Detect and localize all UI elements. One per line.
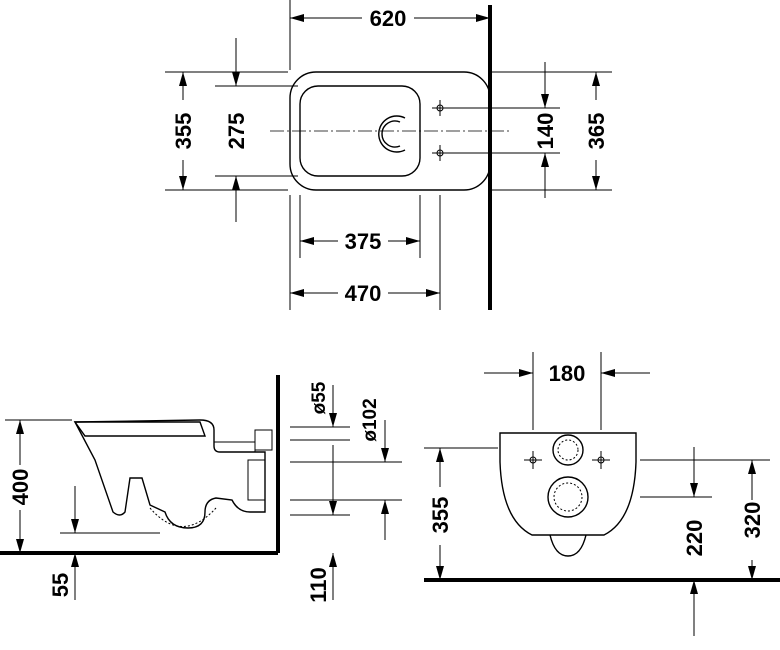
side-view-seat [73,421,206,437]
rear-view-upper-outlet [552,434,584,466]
rear-view-body [499,432,637,536]
rear-view-lower-outlet [547,476,589,518]
side-view: 400 55 ø55 ø102 110 [0,375,402,603]
dim-180-label: 180 [549,361,586,386]
dim-355-rear-label: 355 [428,497,453,534]
dim-400-label: 400 [8,469,33,506]
dim-55-floor-label: 55 [48,573,73,597]
dim-220-label: 220 [682,520,707,557]
dim-dia102-label: ø102 [360,398,381,441]
dim-110-label: 110 [306,567,331,603]
top-view-drain [378,115,406,153]
rear-view-bolt-right [592,451,610,469]
dim-140-label: 140 [533,113,558,150]
rear-view-bolt-left [524,451,542,469]
dim-365-label: 365 [584,113,609,150]
dim-620-label: 620 [370,6,407,31]
dim-355-top-label: 355 [171,113,196,150]
dim-dia55-label: ø55 [309,381,330,414]
dim-275-label: 275 [224,113,249,150]
dim-375-label: 375 [345,229,382,254]
dim-470-label: 470 [345,281,382,306]
dim-320-label: 320 [740,502,765,539]
side-view-bowl [73,419,266,529]
rear-view: 180 355 220 320 [424,352,780,636]
top-view: 620 355 275 140 365 [165,0,612,310]
